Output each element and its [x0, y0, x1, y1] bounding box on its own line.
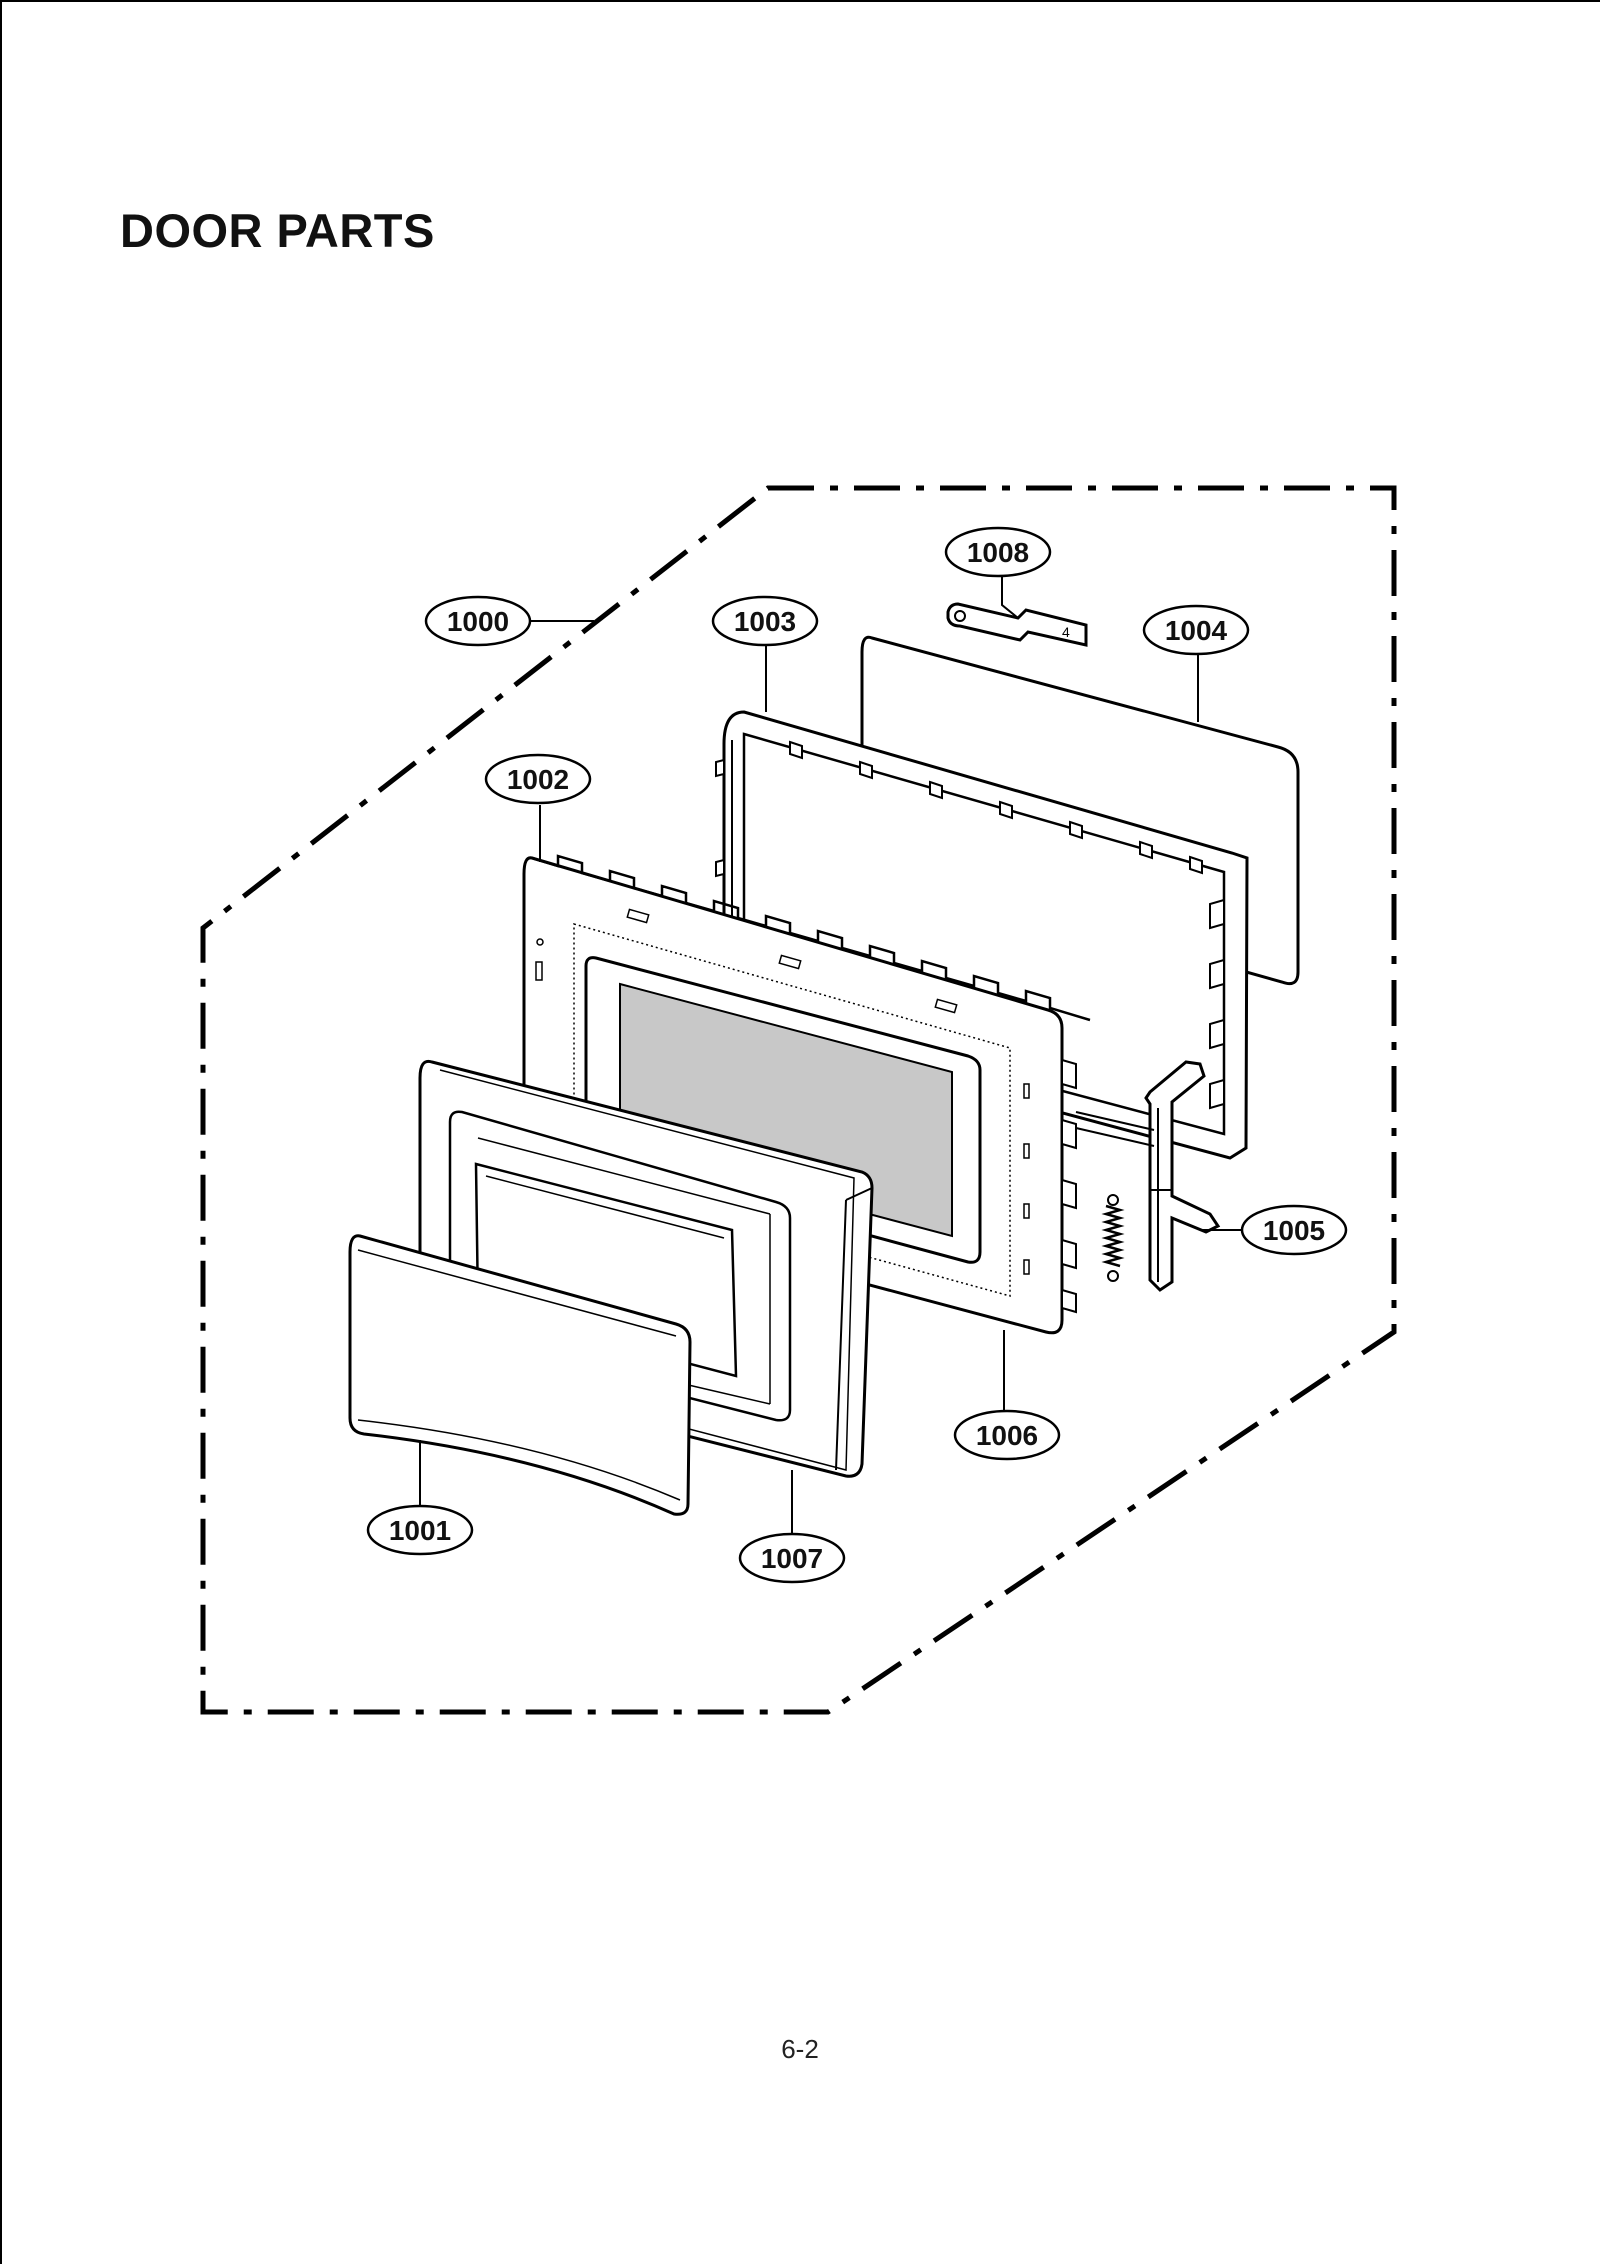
svg-text:1005: 1005 — [1263, 1215, 1325, 1246]
label-1003: 1003 — [711, 595, 819, 647]
svg-text:1003: 1003 — [734, 606, 796, 637]
label-1002: 1002 — [484, 753, 592, 805]
hinge-part: 4 — [946, 602, 1088, 647]
svg-text:1007: 1007 — [761, 1543, 823, 1574]
label-1005: 1005 — [1240, 1204, 1348, 1256]
svg-text:1002: 1002 — [507, 764, 569, 795]
page-number: 6-2 — [781, 2034, 819, 2064]
svg-text:1006: 1006 — [976, 1420, 1038, 1451]
latch-part — [1101, 1060, 1221, 1292]
page-title: DOOR PARTS — [120, 204, 435, 257]
label-1001: 1001 — [366, 1504, 474, 1556]
svg-text:1000: 1000 — [447, 606, 509, 637]
label-1008: 1008 — [944, 526, 1052, 578]
svg-text:1008: 1008 — [967, 537, 1029, 568]
label-1007: 1007 — [738, 1532, 846, 1584]
assembly-boundary — [200, 485, 1397, 1715]
label-1000: 1000 — [424, 595, 532, 647]
label-1006: 1006 — [953, 1409, 1061, 1461]
label-1004: 1004 — [1142, 604, 1250, 656]
svg-text:1001: 1001 — [389, 1515, 451, 1546]
svg-text:1004: 1004 — [1165, 615, 1228, 646]
door-cover-part — [348, 1234, 692, 1516]
svg-text:4: 4 — [1062, 624, 1070, 640]
